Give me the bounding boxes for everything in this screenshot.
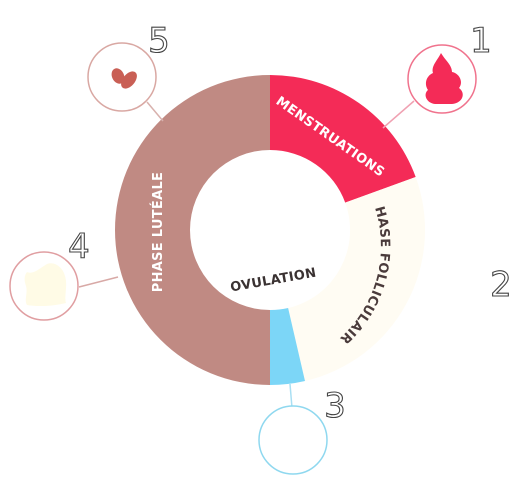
number-1: 1 (470, 21, 492, 61)
segment-menstruations (270, 74, 416, 203)
number-2: 2 (490, 265, 512, 305)
number-5: 5 (148, 21, 170, 61)
label-phase-luteale: PHASE LUTÉALE (150, 172, 166, 293)
connector-4 (78, 276, 119, 288)
blood-drop-icon (425, 53, 463, 104)
number-4: 4 (68, 227, 90, 267)
segment-phase-folliculaire (288, 177, 426, 381)
pill-pair-icon (111, 68, 137, 89)
empty-circle-icon (258, 405, 328, 475)
connector-3 (289, 383, 293, 409)
label-ovulation: OVULATION (229, 266, 317, 296)
cream-blob-icon (24, 263, 67, 307)
segment-phase-luteale (115, 75, 270, 385)
number-3: 3 (324, 386, 346, 426)
connector-5 (146, 101, 164, 122)
connector-1 (382, 100, 415, 129)
segment-ovulation (270, 308, 305, 385)
